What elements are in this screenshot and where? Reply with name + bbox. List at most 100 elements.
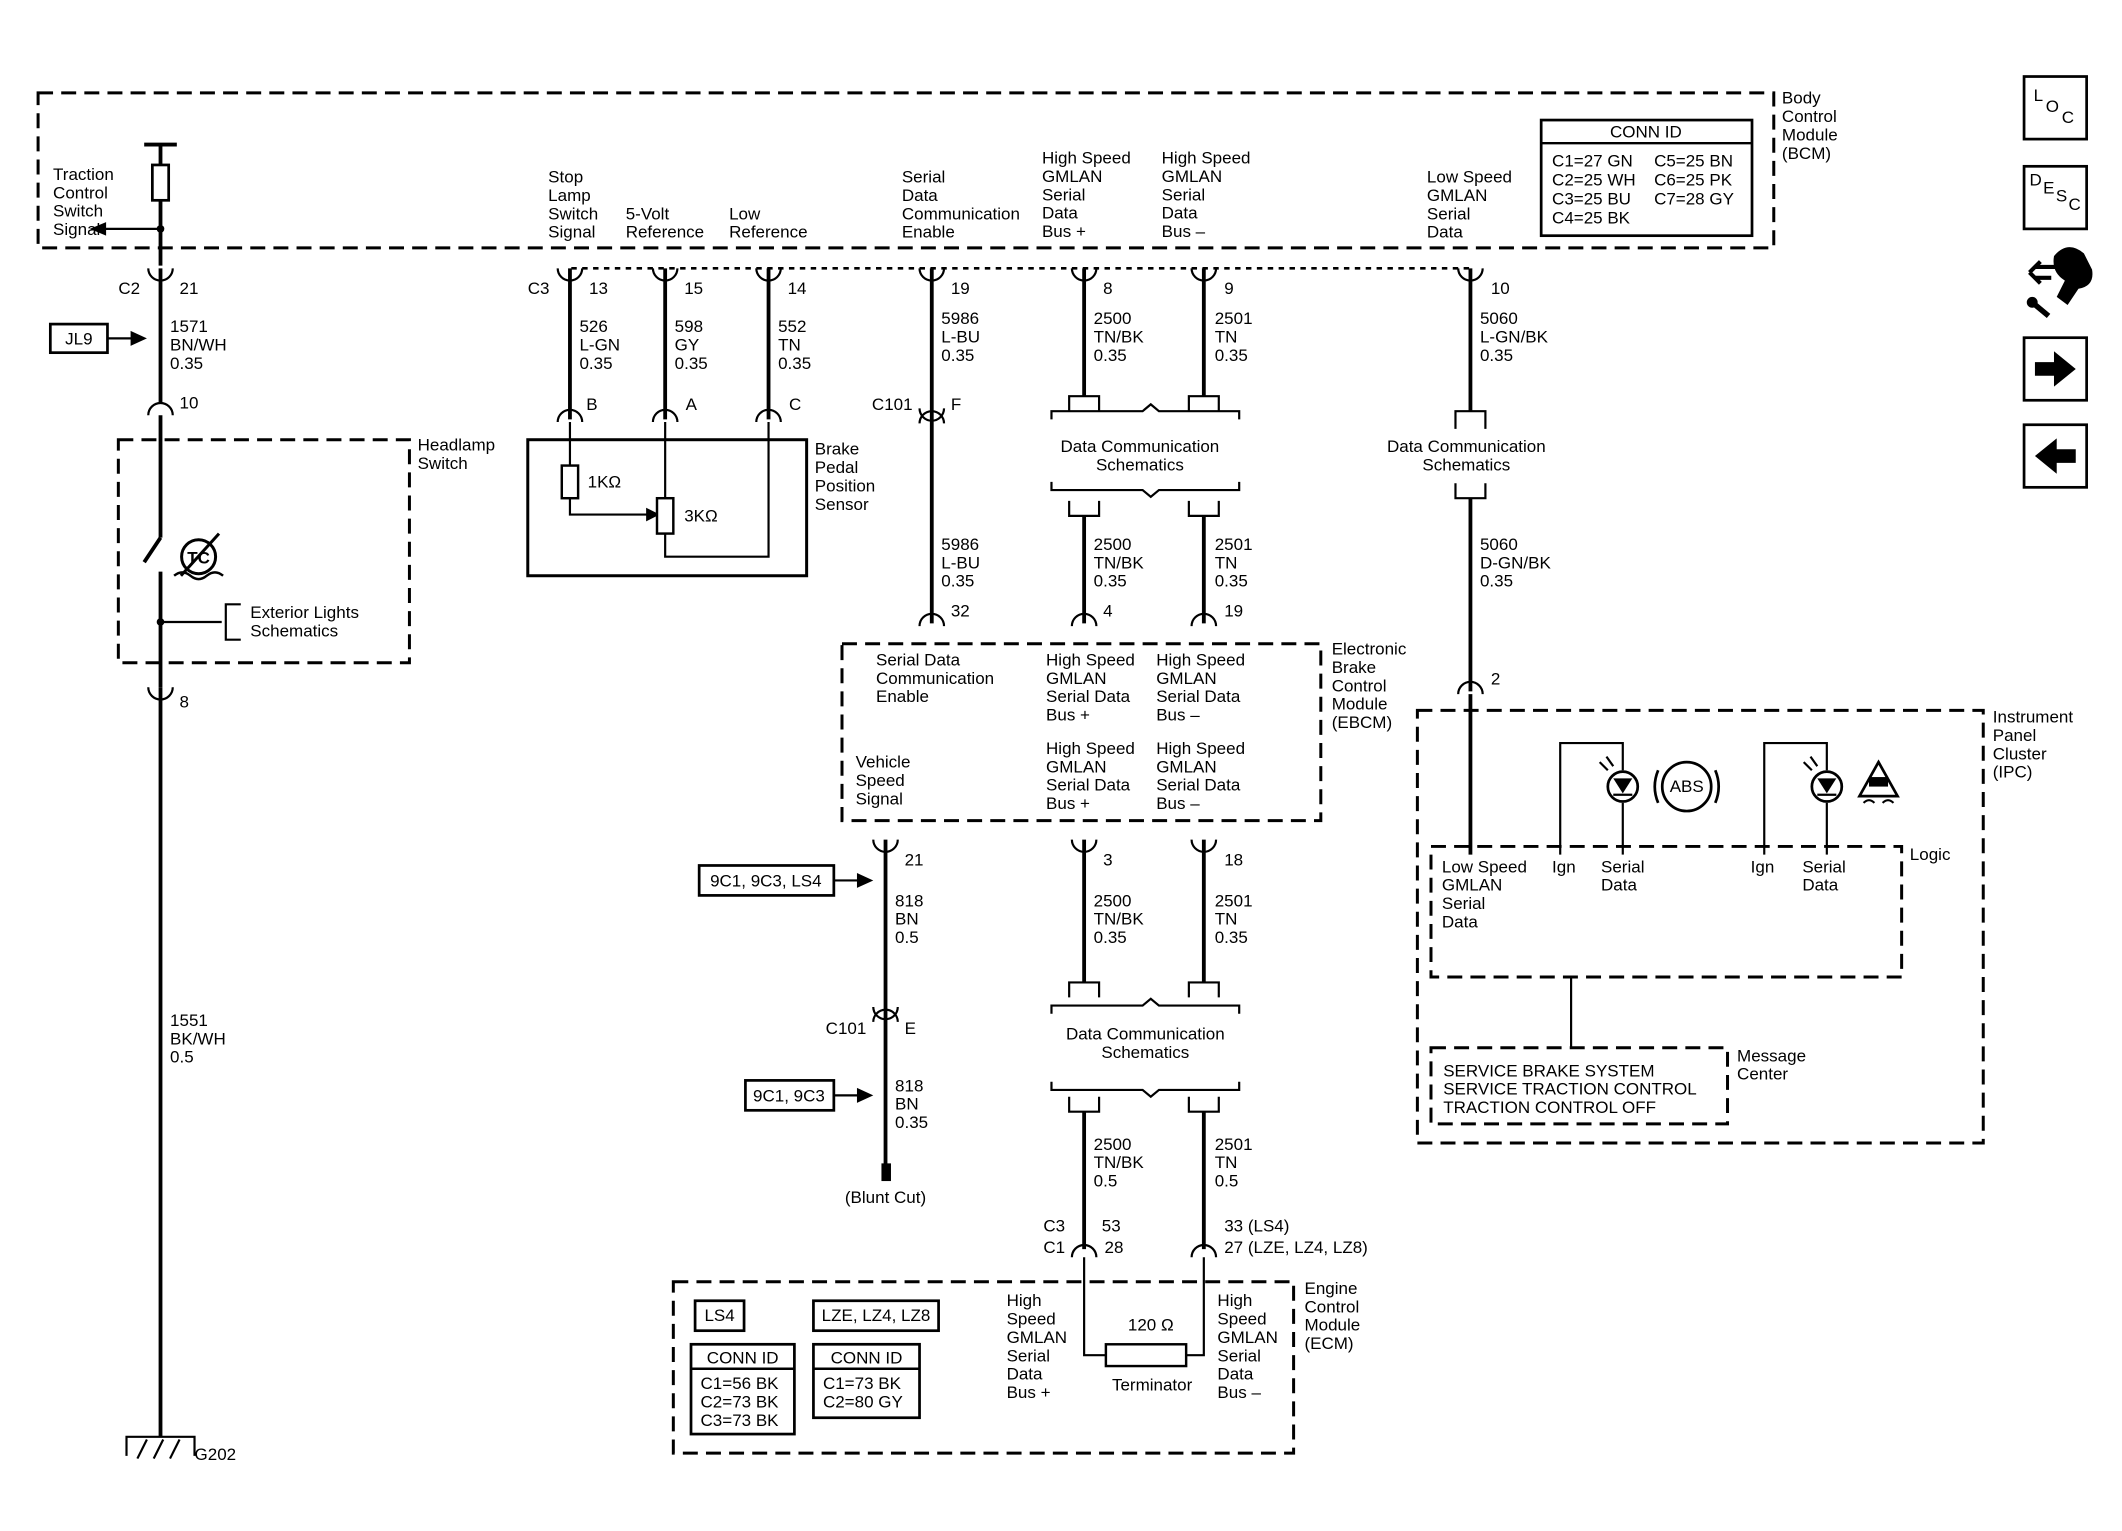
nav-desc-button[interactable]: DESC bbox=[2022, 164, 2088, 231]
arrow-right-icon bbox=[2034, 351, 2076, 387]
ebcm-enable-3: Enable bbox=[876, 687, 929, 706]
pin-ebcm-32: 32 bbox=[951, 602, 970, 621]
bpps-label-4: Sensor bbox=[815, 495, 869, 514]
w2500a-color: TN/BK bbox=[1094, 327, 1145, 346]
bcm-sig-enable-1: Serial bbox=[902, 168, 945, 187]
bcm-sig-enable-2: Data bbox=[902, 186, 938, 205]
w526-color: L-GN bbox=[579, 336, 620, 355]
bcm-sig-stop-4: Signal bbox=[548, 223, 595, 242]
w2500d-color: TN/BK bbox=[1094, 1153, 1145, 1172]
ebcm-vss-1: Vehicle bbox=[856, 753, 911, 772]
ecm-hsp-4: Serial bbox=[1007, 1346, 1050, 1365]
nav-loc-button[interactable]: LOC bbox=[2022, 75, 2088, 141]
connector-c101-top: C101 bbox=[872, 395, 913, 414]
message-center-box bbox=[1429, 1046, 1730, 1126]
w2501b-size: 0.35 bbox=[1215, 572, 1248, 591]
ebcm-hs1m-2: GMLAN bbox=[1156, 669, 1216, 688]
pin-c101-e: E bbox=[905, 1019, 916, 1038]
w2500a-num: 2500 bbox=[1094, 309, 1132, 328]
w2500c-size: 0.35 bbox=[1094, 928, 1127, 947]
bcm-sig-ls-1: Low Speed bbox=[1427, 168, 1512, 187]
pin-ebcm-4: 4 bbox=[1103, 602, 1112, 621]
ecm-hsp-2: Speed bbox=[1007, 1310, 1056, 1329]
w552-size: 0.35 bbox=[778, 354, 811, 373]
bcm-sig-hsm-5: Bus – bbox=[1162, 222, 1206, 241]
pin-ebcm-21: 21 bbox=[905, 850, 924, 869]
bcm-sig-lowref-1: Low bbox=[729, 204, 761, 223]
bcm-label-3: Module bbox=[1782, 125, 1838, 144]
bcm-sig-lowref-2: Reference bbox=[729, 223, 807, 242]
w2500b-color: TN/BK bbox=[1094, 553, 1145, 572]
w818b-num: 818 bbox=[895, 1076, 923, 1095]
traction-control-off-icon: TC bbox=[173, 532, 224, 581]
pin-ecm-28: 28 bbox=[1105, 1238, 1124, 1257]
w1571-color: BN/WH bbox=[170, 336, 227, 355]
ecm-label-1: Engine bbox=[1304, 1279, 1357, 1298]
w5060a-color: L-GN/BK bbox=[1480, 327, 1549, 346]
w2501d-num: 2501 bbox=[1215, 1135, 1253, 1154]
w526-size: 0.35 bbox=[579, 354, 612, 373]
pin-bpps-b: B bbox=[586, 395, 597, 414]
bcm-label-1: Body bbox=[1782, 89, 1821, 108]
w2501a-color: TN bbox=[1215, 327, 1238, 346]
bcm-label-2: Control bbox=[1782, 107, 1837, 126]
terminator-resistor bbox=[1104, 1343, 1188, 1368]
bcm-conn-c3: C3=25 BU bbox=[1552, 189, 1631, 208]
connector-ecm-c3: C3 bbox=[1043, 1216, 1065, 1235]
ipc-sd2-2: Data bbox=[1802, 876, 1838, 895]
ebcm-hs1p-4: Bus + bbox=[1046, 706, 1090, 725]
ipc-ls-4: Data bbox=[1442, 912, 1478, 931]
nav-tools-button[interactable] bbox=[2026, 247, 2093, 319]
exterior-lights-label-1: Exterior Lights bbox=[250, 603, 359, 622]
pin-ebcm-3: 3 bbox=[1103, 850, 1112, 869]
bcm-sig-traction-4: Signal bbox=[53, 220, 100, 239]
ipc-logic-box bbox=[1429, 844, 1904, 979]
pin-hl-10: 10 bbox=[180, 393, 199, 412]
bcm-sig-ls-4: Data bbox=[1427, 223, 1463, 242]
ecm-hsp-3: GMLAN bbox=[1007, 1328, 1067, 1347]
bcm-sig-enable-3: Communication bbox=[902, 204, 1020, 223]
connector-ecm-c1: C1 bbox=[1043, 1238, 1065, 1257]
pin-c3-15: 15 bbox=[684, 279, 703, 298]
tools-icon bbox=[2026, 247, 2093, 319]
ground-symbol bbox=[125, 1435, 196, 1460]
ebcm-hs2p-4: Bus + bbox=[1046, 794, 1090, 813]
w5986a-num: 5986 bbox=[941, 309, 979, 328]
message-center-label-1: Message bbox=[1737, 1046, 1806, 1065]
pin-ipc-2: 2 bbox=[1491, 670, 1500, 689]
ebcm-hs1m-3: Serial Data bbox=[1156, 687, 1241, 706]
nav-prev-button[interactable] bbox=[2022, 423, 2088, 489]
ecm-hsm-5: Data bbox=[1217, 1365, 1253, 1384]
bpps-label-1: Brake bbox=[815, 440, 859, 459]
ebcm-hs2m-3: Serial Data bbox=[1156, 776, 1241, 795]
abs-warning-icon: ABS bbox=[1653, 760, 1721, 813]
w2500d-num: 2500 bbox=[1094, 1135, 1132, 1154]
nav-next-button[interactable] bbox=[2022, 336, 2088, 402]
ecm-label-3: Module bbox=[1304, 1316, 1360, 1335]
blunt-cut-label: (Blunt Cut) bbox=[845, 1188, 926, 1207]
option-ref-2: 9C1, 9C3 bbox=[744, 1079, 874, 1112]
ecm-conn-id-lz: CONN ID C1=73 BK C2=80 GY bbox=[812, 1342, 921, 1420]
ecm-hsm-2: Speed bbox=[1217, 1310, 1266, 1329]
ecm-ls4-label: LS4 bbox=[704, 1306, 734, 1325]
datacomm-a-2: Schematics bbox=[1096, 455, 1184, 474]
w1571-size: 0.35 bbox=[170, 354, 203, 373]
lamp-icon-abs bbox=[1598, 756, 1640, 803]
ecm-lz-tag: LZE, LZ4, LZ8 bbox=[812, 1299, 940, 1333]
ipc-sd2-1: Serial bbox=[1802, 857, 1845, 876]
w5060b-size: 0.35 bbox=[1480, 572, 1513, 591]
pin-bcm-8: 8 bbox=[1103, 279, 1112, 298]
datacomm-a-1: Data Communication bbox=[1061, 437, 1220, 456]
